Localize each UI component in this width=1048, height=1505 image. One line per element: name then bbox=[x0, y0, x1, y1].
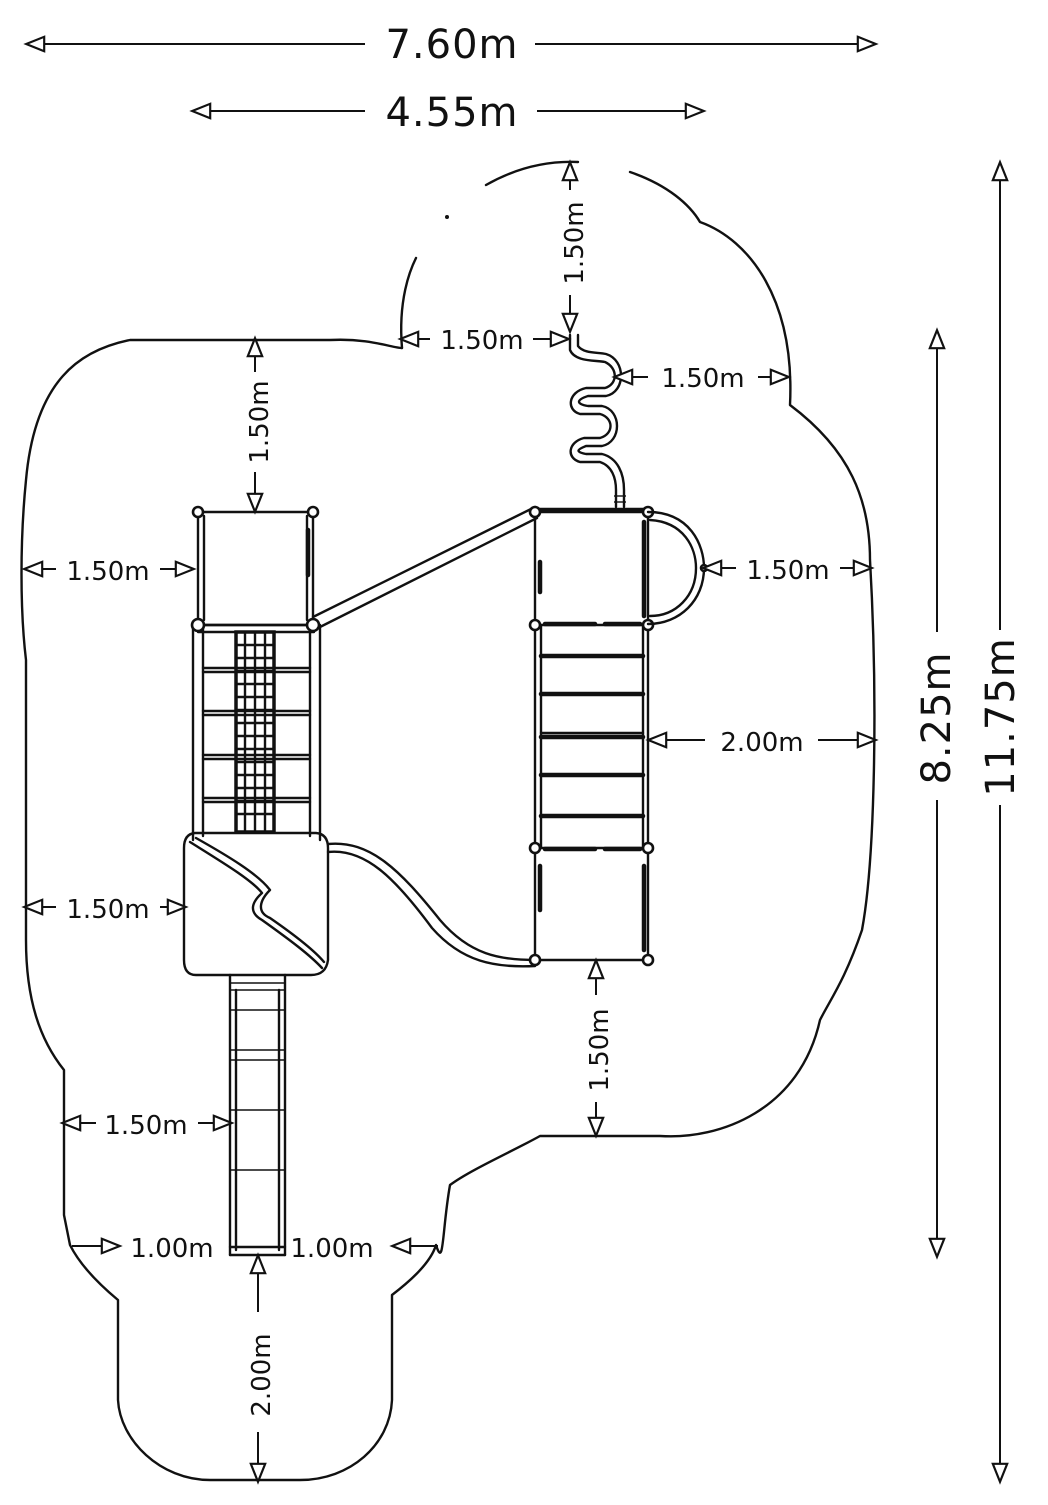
clearance-tower-top: 1.50m bbox=[245, 335, 275, 515]
overall-width-label: 7.60m bbox=[385, 22, 518, 68]
clearance-ladder-right: 2.00m bbox=[645, 728, 879, 758]
clearance-slide-side-left: 1.00m bbox=[72, 1234, 214, 1264]
clearance-slide-side-right: 1.00m bbox=[290, 1234, 438, 1264]
serpentine-climber bbox=[568, 333, 626, 509]
overall-length-dimension: 11.75m bbox=[978, 159, 1024, 1485]
clearance-slide-left-label: 1.50m bbox=[104, 1111, 187, 1141]
clearance-slide-side-right-label: 1.00m bbox=[290, 1234, 373, 1264]
structure-width-dimension: 4.55m bbox=[189, 90, 707, 136]
curved-slide bbox=[326, 842, 537, 968]
side-arch bbox=[646, 510, 709, 626]
bridge bbox=[311, 505, 539, 630]
clearance-tower-left-label: 1.50m bbox=[66, 557, 149, 587]
straight-slide bbox=[228, 973, 287, 1257]
clearance-hut-left: 1.50m bbox=[21, 895, 189, 925]
clearance-hut-left-label: 1.50m bbox=[66, 895, 149, 925]
clearance-slide-exit: 2.00m bbox=[247, 1252, 277, 1485]
clearance-arch-right-label: 1.50m bbox=[746, 556, 829, 586]
clearance-spiral-left-label: 1.50m bbox=[440, 326, 523, 356]
structure-length-label: 8.25m bbox=[914, 651, 960, 784]
right-tower bbox=[528, 505, 655, 967]
clearance-spiral-top-label: 1.50m bbox=[560, 201, 590, 284]
stray-point bbox=[445, 215, 449, 219]
structure-length-dimension: 8.25m bbox=[914, 327, 960, 1260]
safety-zone-outline bbox=[20, 160, 876, 1482]
clearance-spiral-right-label: 1.50m bbox=[661, 364, 744, 394]
clearance-ladder-right-label: 2.00m bbox=[720, 728, 803, 758]
clearance-spiral-top: 1.50m bbox=[560, 159, 590, 335]
clearance-slide-exit-label: 2.00m bbox=[247, 1333, 277, 1416]
clearance-arch-right: 1.50m bbox=[700, 556, 875, 586]
overall-length-label: 11.75m bbox=[978, 637, 1024, 796]
clearance-slide-side-left-label: 1.00m bbox=[130, 1234, 213, 1264]
clearance-tower-left: 1.50m bbox=[21, 557, 197, 587]
clearance-spiral-right: 1.50m bbox=[611, 364, 792, 394]
clearance-tower-top-label: 1.50m bbox=[245, 380, 275, 463]
left-tower bbox=[190, 505, 322, 842]
slide-hut bbox=[182, 831, 330, 977]
clearance-spiral-left: 1.50m bbox=[397, 326, 572, 356]
overall-width-dimension: 7.60m bbox=[23, 22, 879, 68]
climbing-net bbox=[234, 630, 276, 834]
clearance-platform-bottom-label: 1.50m bbox=[585, 1008, 615, 1091]
clearance-platform-bottom: 1.50m bbox=[585, 957, 615, 1139]
clearance-slide-left: 1.50m bbox=[59, 1111, 235, 1141]
structure-width-label: 4.55m bbox=[385, 90, 518, 136]
monkey-bars bbox=[538, 653, 646, 819]
